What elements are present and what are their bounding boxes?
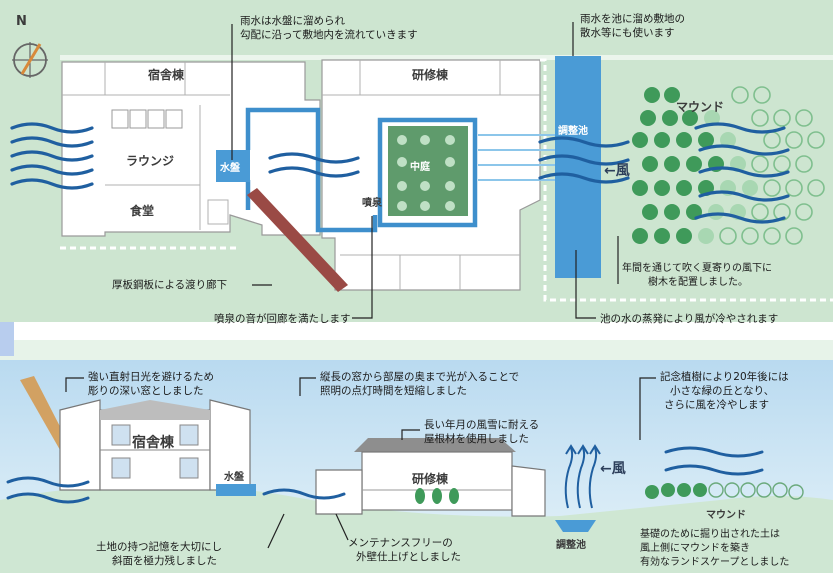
wind-waves-plan [10, 122, 790, 224]
sun-annotation-2: 彫りの深い窓としました [88, 385, 204, 397]
window-annotation-1: 縦長の窓から部屋の奥まで光が入ることで [320, 371, 520, 383]
exterior-annotation-2: 屋根材を使用しました [424, 433, 529, 445]
training-label-section: 研修棟 [412, 472, 449, 486]
lounge-label: ラウンジ [126, 154, 175, 168]
compass-north-label: N [16, 14, 27, 29]
dormitory-building-section [59, 399, 251, 491]
pond-annotation-1: 雨水を池に溜め敷地の [580, 13, 685, 25]
corridor-annotation: 厚板鋼板による渡り廊下 [112, 279, 228, 291]
memorial-annotation-1: 記念植樹により20年後には [660, 371, 789, 383]
soil-annotation-2: 風上側にマウンドを築き [640, 543, 750, 554]
courtyard-trees-section [415, 488, 459, 504]
window-annotation-2: 照明の点灯時間を短縮しました [320, 385, 467, 397]
sun-annotation-1: 強い直射日光を避けるため [88, 371, 214, 383]
land-annotation-1: 土地の持つ記憶を大切にし [96, 541, 222, 553]
maintenance-annotation-2: 外壁仕上げとしました [356, 551, 461, 563]
memorial-annotation-3: さらに風を冷やします [664, 399, 769, 411]
training-building-plan [321, 59, 541, 291]
fountain-sound-annotation: 噴泉の音が回廊を満たします [214, 313, 351, 325]
water-basin-plan [216, 150, 250, 182]
mound-trees-section [645, 482, 804, 500]
courtyard-label: 中庭 [410, 162, 430, 173]
water-basin-label-plan: 水盤 [220, 163, 240, 174]
wind-label-section: ←風 [600, 461, 626, 477]
wind-waves-section [6, 446, 764, 504]
dining-label: 食堂 [130, 204, 155, 218]
rainwater-annotation-2: 勾配に沿って敷地内を流れていきます [240, 29, 418, 41]
evaporation-annotation: 池の水の蒸発により風が冷やされます [600, 313, 779, 325]
land-annotation-2: 斜面を極力残しました [112, 555, 217, 567]
trees-annotation-2: 樹木を配置しました。 [648, 277, 748, 288]
sun-ray-icon [20, 376, 70, 450]
dormitory-label-plan: 宿舎棟 [148, 68, 185, 82]
fountain-label: 噴泉 [362, 198, 382, 209]
training-label-plan: 研修棟 [412, 68, 449, 82]
mound-label-section: マウンド [706, 510, 746, 521]
wind-label-plan: ←風 [604, 163, 630, 179]
retention-pond-label-plan: 調整池 [558, 126, 588, 137]
mound-trees-plan [632, 86, 825, 245]
retention-pond-section [555, 520, 596, 532]
soil-annotation-1: 基礎のために掘り出された土は [640, 529, 780, 540]
section-ground [0, 484, 833, 573]
mound-label-plan: マウンド [676, 100, 725, 114]
dormitory-building-plan [61, 61, 321, 237]
water-basin-label-section: 水盤 [224, 472, 244, 483]
retention-pond-label-section: 調整池 [556, 540, 586, 551]
maintenance-annotation-1: メンテナンスフリーの [348, 537, 453, 549]
side-tab [0, 322, 14, 356]
steel-corridor [247, 188, 348, 292]
memorial-annotation-2: 小さな緑の丘となり、 [670, 385, 775, 397]
pond-annotation-2: 散水等にも使います [580, 27, 675, 39]
compass-icon [12, 42, 48, 78]
trees-annotation-1: 年間を通じて吹く夏寄りの風下に [622, 263, 772, 274]
retention-pond-plan [555, 56, 601, 278]
plan-lower-strip [0, 322, 833, 340]
dormitory-label-section: 宿舎棟 [132, 435, 174, 451]
exterior-annotation-1: 長い年月の風雪に耐える [424, 419, 540, 431]
rainwater-annotation-1: 雨水は水盤に溜められ [240, 15, 345, 27]
water-basin-section [216, 484, 256, 496]
rising-air-arrows [564, 444, 601, 509]
soil-annotation-3: 有効なランドスケープとしました [640, 557, 790, 568]
